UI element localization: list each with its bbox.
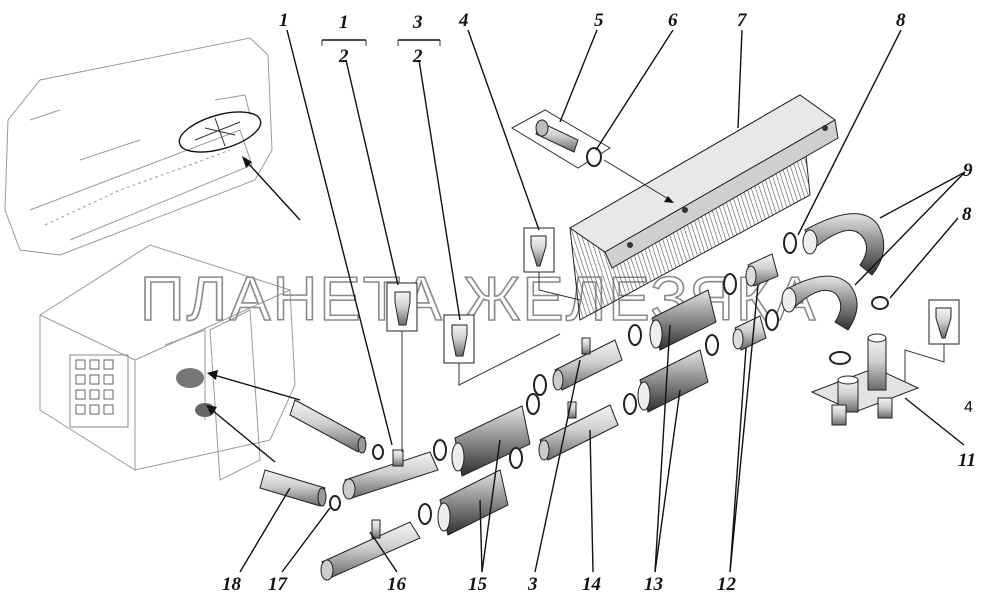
screw-detail-boxes (386, 227, 960, 364)
callout-3-fraction: 3 (412, 12, 423, 33)
callout-3: 3 (527, 574, 538, 595)
heater-grille (69, 354, 129, 428)
vehicle-cab-outline (4, 37, 273, 256)
callout-9: 9 (963, 160, 973, 181)
callout-2-fraction: 2 (338, 46, 349, 67)
mounting-bolt-kit (510, 109, 674, 203)
heater-connection-arrows (206, 370, 301, 463)
callout-11: 11 (958, 450, 976, 471)
washer (586, 147, 602, 167)
callout-labels: 1 1 2 3 2 4 5 6 7 8 9 8 4 11 18 17 16 15… (222, 10, 976, 595)
seal-ring (329, 495, 341, 511)
callout-5: 5 (594, 10, 604, 31)
heater-unit (39, 244, 296, 481)
callout-17: 17 (268, 574, 289, 595)
callout-1-fraction: 1 (339, 12, 349, 33)
callout-12: 12 (717, 574, 737, 595)
callout-6: 6 (668, 10, 678, 31)
callout-2-fraction-b: 2 (412, 46, 423, 67)
heater-location-highlight (178, 111, 262, 153)
callout-4-right: 4 (964, 399, 973, 416)
connector-pipes (259, 213, 920, 581)
callout-16: 16 (387, 574, 407, 595)
callout-8-right: 8 (962, 204, 972, 225)
callout-13: 13 (644, 574, 663, 595)
callout-8-top: 8 (896, 10, 906, 31)
watermark: ПЛАНЕТА ЖЕЛЕЗЯКА (140, 265, 817, 334)
callout-18: 18 (222, 574, 242, 595)
callout-7: 7 (737, 10, 748, 31)
callout-1: 1 (279, 10, 289, 31)
leader-lines (239, 29, 966, 573)
callout-4: 4 (458, 10, 469, 31)
location-arrow (242, 156, 301, 221)
radiator-casing (569, 94, 839, 321)
screw-bracket-lines (401, 272, 945, 452)
callout-14: 14 (582, 574, 601, 595)
callout-15: 15 (468, 574, 488, 595)
